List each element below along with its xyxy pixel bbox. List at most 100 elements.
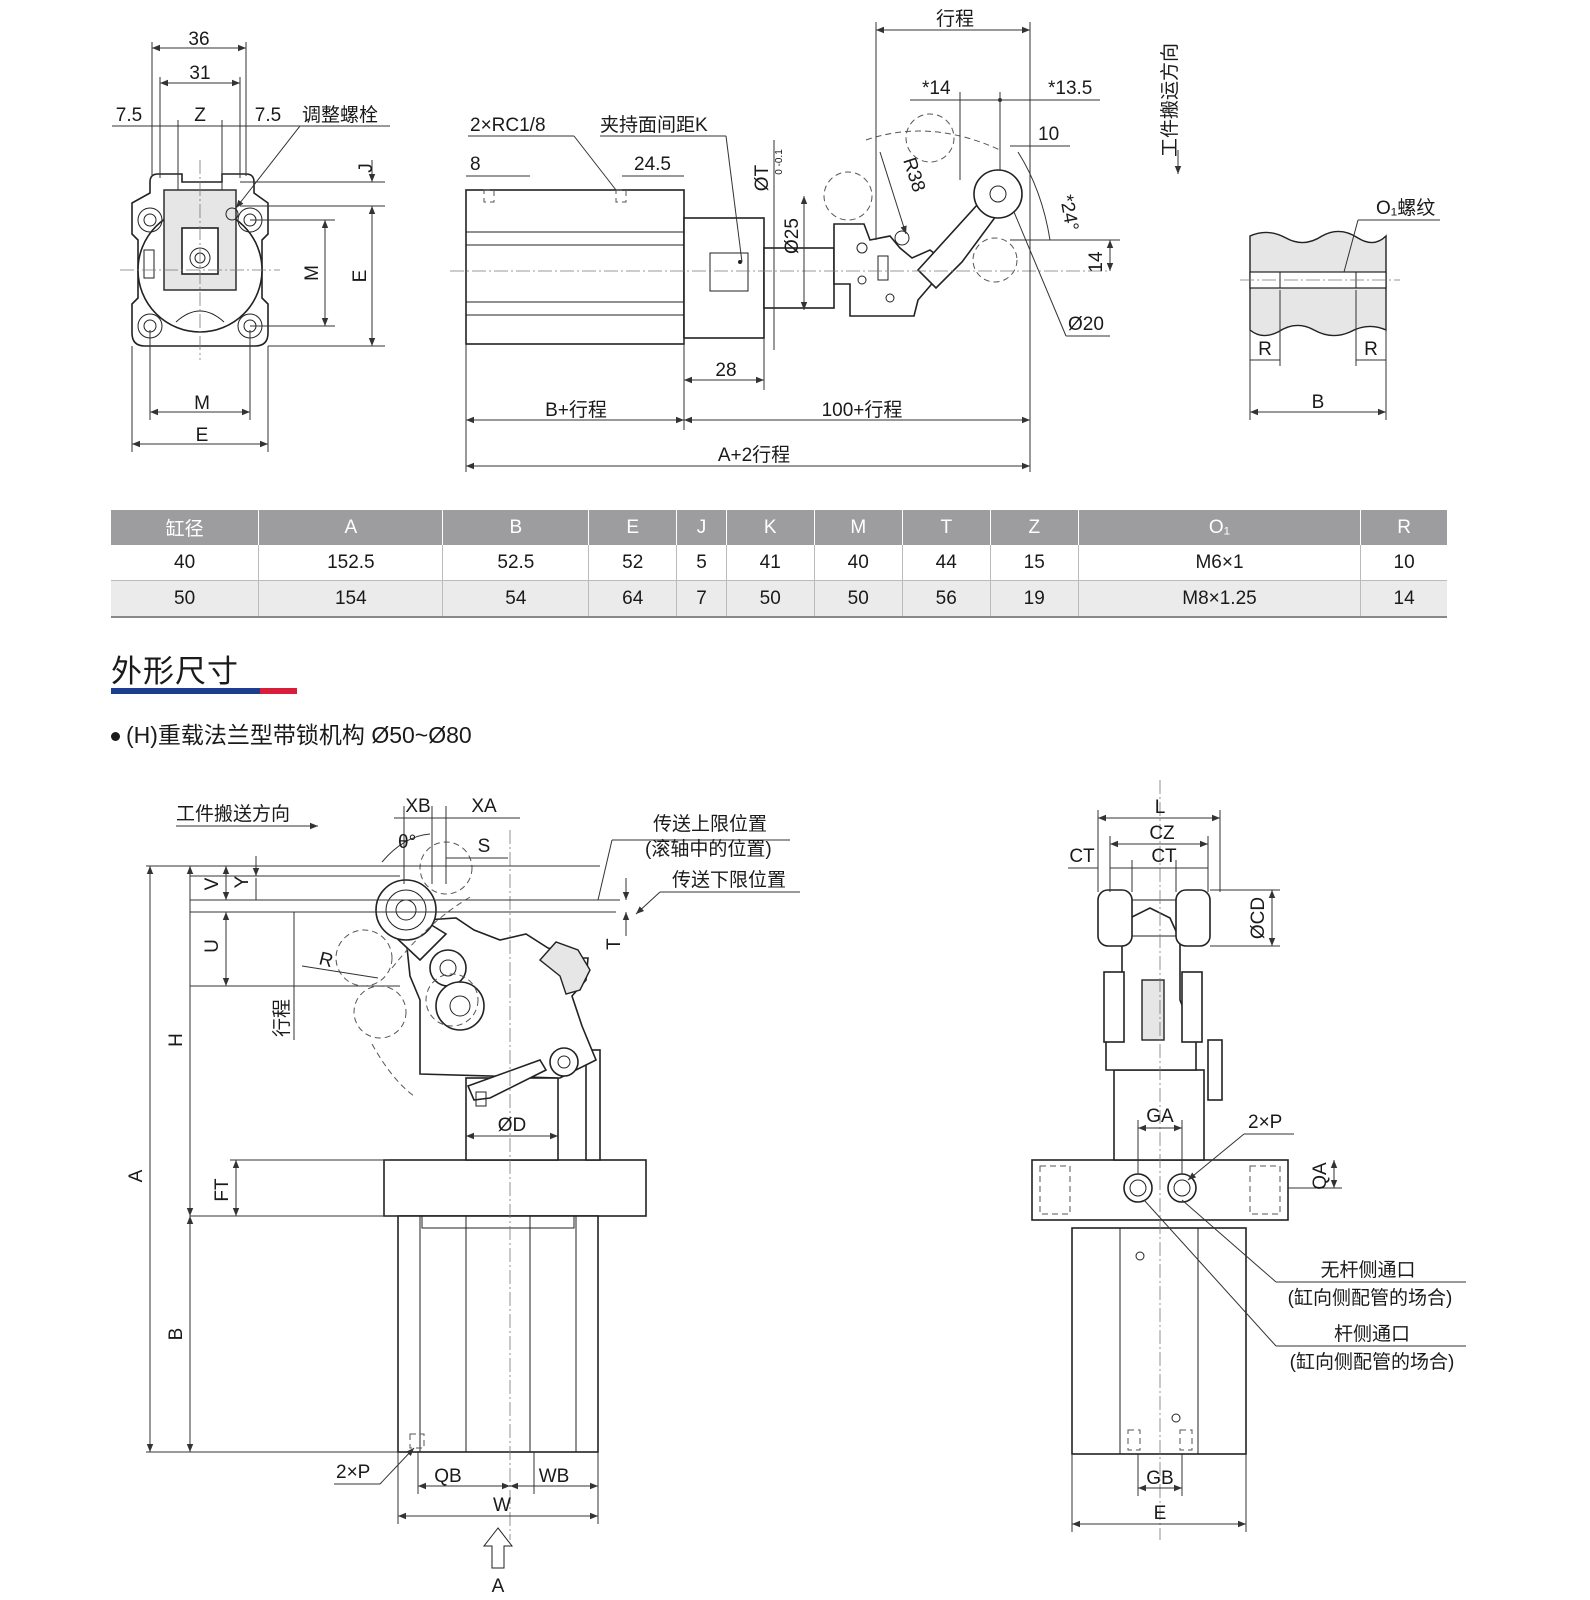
port-2p-right: 2×P (1248, 1112, 1282, 1133)
dim-xa: XA (471, 796, 497, 817)
header-o1: O₁ (1078, 510, 1362, 545)
dim-theta: θ° (398, 832, 416, 853)
table-cell: 56 (902, 580, 991, 618)
dim-7-5-right: 7.5 (255, 105, 281, 126)
dim-7-5-left: 7.5 (116, 105, 142, 126)
thread-o1-label: O₁螺纹 (1376, 197, 1435, 219)
header-bore: 缸径 (111, 510, 260, 545)
dim-qa: QA (1310, 1162, 1331, 1190)
dim-phi-d: ØD (498, 1115, 527, 1136)
dim-14-star: *14 (922, 78, 951, 99)
bottom-left-view: 工件搬送方向 (126, 796, 800, 1597)
section-title-underline (111, 688, 297, 694)
table-cell: 44 (902, 545, 991, 581)
dim-u: U (202, 939, 223, 953)
dim-100-plus-stroke: 100+行程 (822, 399, 903, 421)
dim-stroke-top: 行程 (936, 8, 974, 30)
dim-24-deg: *24° (1055, 193, 1082, 232)
table-cell: 10 (1360, 545, 1447, 581)
table-cell: 64 (588, 580, 678, 618)
dim-v: V (202, 877, 223, 890)
dim-xb: XB (405, 796, 430, 817)
port-2p-label: 2×P (336, 1462, 370, 1483)
table-cell: 5 (676, 545, 727, 581)
dim-13-5-star: *13.5 (1048, 78, 1092, 99)
dim-28: 28 (715, 360, 736, 381)
transfer-direction-label: 工件搬运方向 (1159, 43, 1181, 157)
section-subtitle: (H)重载法兰型带锁机构 Ø50~Ø80 (111, 716, 472, 750)
table-cell: 7 (676, 580, 727, 618)
upper-limit-note: (滚轴中的位置) (645, 838, 772, 860)
header-t: T (902, 510, 991, 545)
dim-j: J (356, 163, 377, 173)
dim-phi-cd: ØCD (1248, 897, 1269, 939)
dim-ct-left: CT (1069, 846, 1095, 867)
table-cell: 40 (814, 545, 903, 581)
table-cell: 15 (990, 545, 1079, 581)
table-row: 40 152.5 52.5 52 5 41 40 44 15 M6×1 10 (111, 545, 1447, 581)
front-view: 36 31 7.5 Z 7.5 调整螺栓 J M E M E (112, 29, 390, 452)
adjust-bolt-label: 调整螺栓 (302, 104, 378, 126)
header-z: Z (990, 510, 1079, 545)
dim-14-vertical: 14 (1086, 251, 1107, 273)
port-no-rod-note: (缸向侧配管的场合) (1288, 1287, 1453, 1309)
header-e: E (588, 510, 678, 545)
table-row: 50 154 54 64 7 50 50 56 19 M8×1.25 14 (111, 580, 1447, 618)
thread-section-view: O₁螺纹 R R B (1240, 197, 1440, 420)
port-rod-label: 杆侧通口 (1334, 1323, 1410, 1345)
dim-e-horizontal: E (196, 425, 209, 446)
dim-m-vertical: M (302, 265, 323, 281)
spec-table-header: 缸径 A B E J K M T Z O₁ R (111, 510, 1447, 545)
header-m: M (814, 510, 903, 545)
dim-31: 31 (189, 63, 210, 84)
port-rc-1-8-label: 2×RC1/8 (470, 115, 546, 136)
table-cell: 19 (990, 580, 1079, 618)
dim-ct-center: CT (1151, 846, 1177, 867)
section-title: 外形尺寸 (111, 654, 239, 689)
table-cell: M6×1 (1078, 545, 1362, 581)
header-a: A (258, 510, 444, 545)
table-cell: 50 (814, 580, 903, 618)
table-cell: 152.5 (258, 545, 444, 581)
dim-h: H (166, 1033, 187, 1047)
dim-e-bottom: E (1154, 1503, 1167, 1524)
dim-phi-t: ØT (752, 164, 773, 191)
view-a-label: A (492, 1576, 505, 1597)
dim-e-vertical: E (350, 270, 371, 283)
upper-limit-label: 传送上限位置 (653, 813, 767, 835)
dim-b-plus-stroke: B+行程 (545, 399, 607, 421)
dim-m-horizontal: M (194, 393, 210, 414)
header-j: J (676, 510, 727, 545)
header-k: K (726, 510, 815, 545)
spec-table: 缸径 A B E J K M T Z O₁ R 40 152.5 52.5 52… (111, 510, 1447, 618)
port-no-rod-label: 无杆侧通口 (1320, 1259, 1415, 1281)
table-cell: 52 (588, 545, 678, 581)
dim-stroke-vertical: 行程 (271, 999, 293, 1037)
dim-t: T (604, 938, 625, 950)
dim-r: R (317, 948, 335, 972)
table-cell: 52.5 (442, 545, 590, 581)
transfer-direction-bottom: 工件搬送方向 (176, 803, 290, 825)
table-cell: 50 (726, 580, 815, 618)
table-cell: M8×1.25 (1078, 580, 1362, 618)
bullet-icon (111, 732, 120, 742)
dim-gb: GB (1146, 1468, 1173, 1489)
dim-w: W (493, 1495, 511, 1516)
dim-ft: FT (212, 1178, 233, 1202)
dim-r-right: R (1364, 339, 1378, 360)
dim-phi-20: Ø20 (1068, 314, 1104, 335)
table-cell: 40 (111, 545, 260, 581)
dim-36: 36 (188, 29, 209, 50)
dim-ga: GA (1146, 1106, 1174, 1127)
dim-b-thread: B (1312, 392, 1325, 413)
dim-24-5: 24.5 (634, 154, 671, 175)
dim-a-plus-2-stroke: A+2行程 (718, 444, 790, 466)
dim-a: A (126, 1169, 147, 1182)
dim-z: Z (194, 105, 206, 126)
dim-phi-25: Ø25 (782, 218, 803, 254)
dim-8: 8 (470, 154, 481, 175)
dim-phi-t-tolerance: 0 -0.1 (774, 149, 785, 175)
bottom-right-view: L CZ CT CT ØCD GA 2×P QA 无杆侧通口 (缸向侧配管的场合… (1031, 780, 1466, 1540)
